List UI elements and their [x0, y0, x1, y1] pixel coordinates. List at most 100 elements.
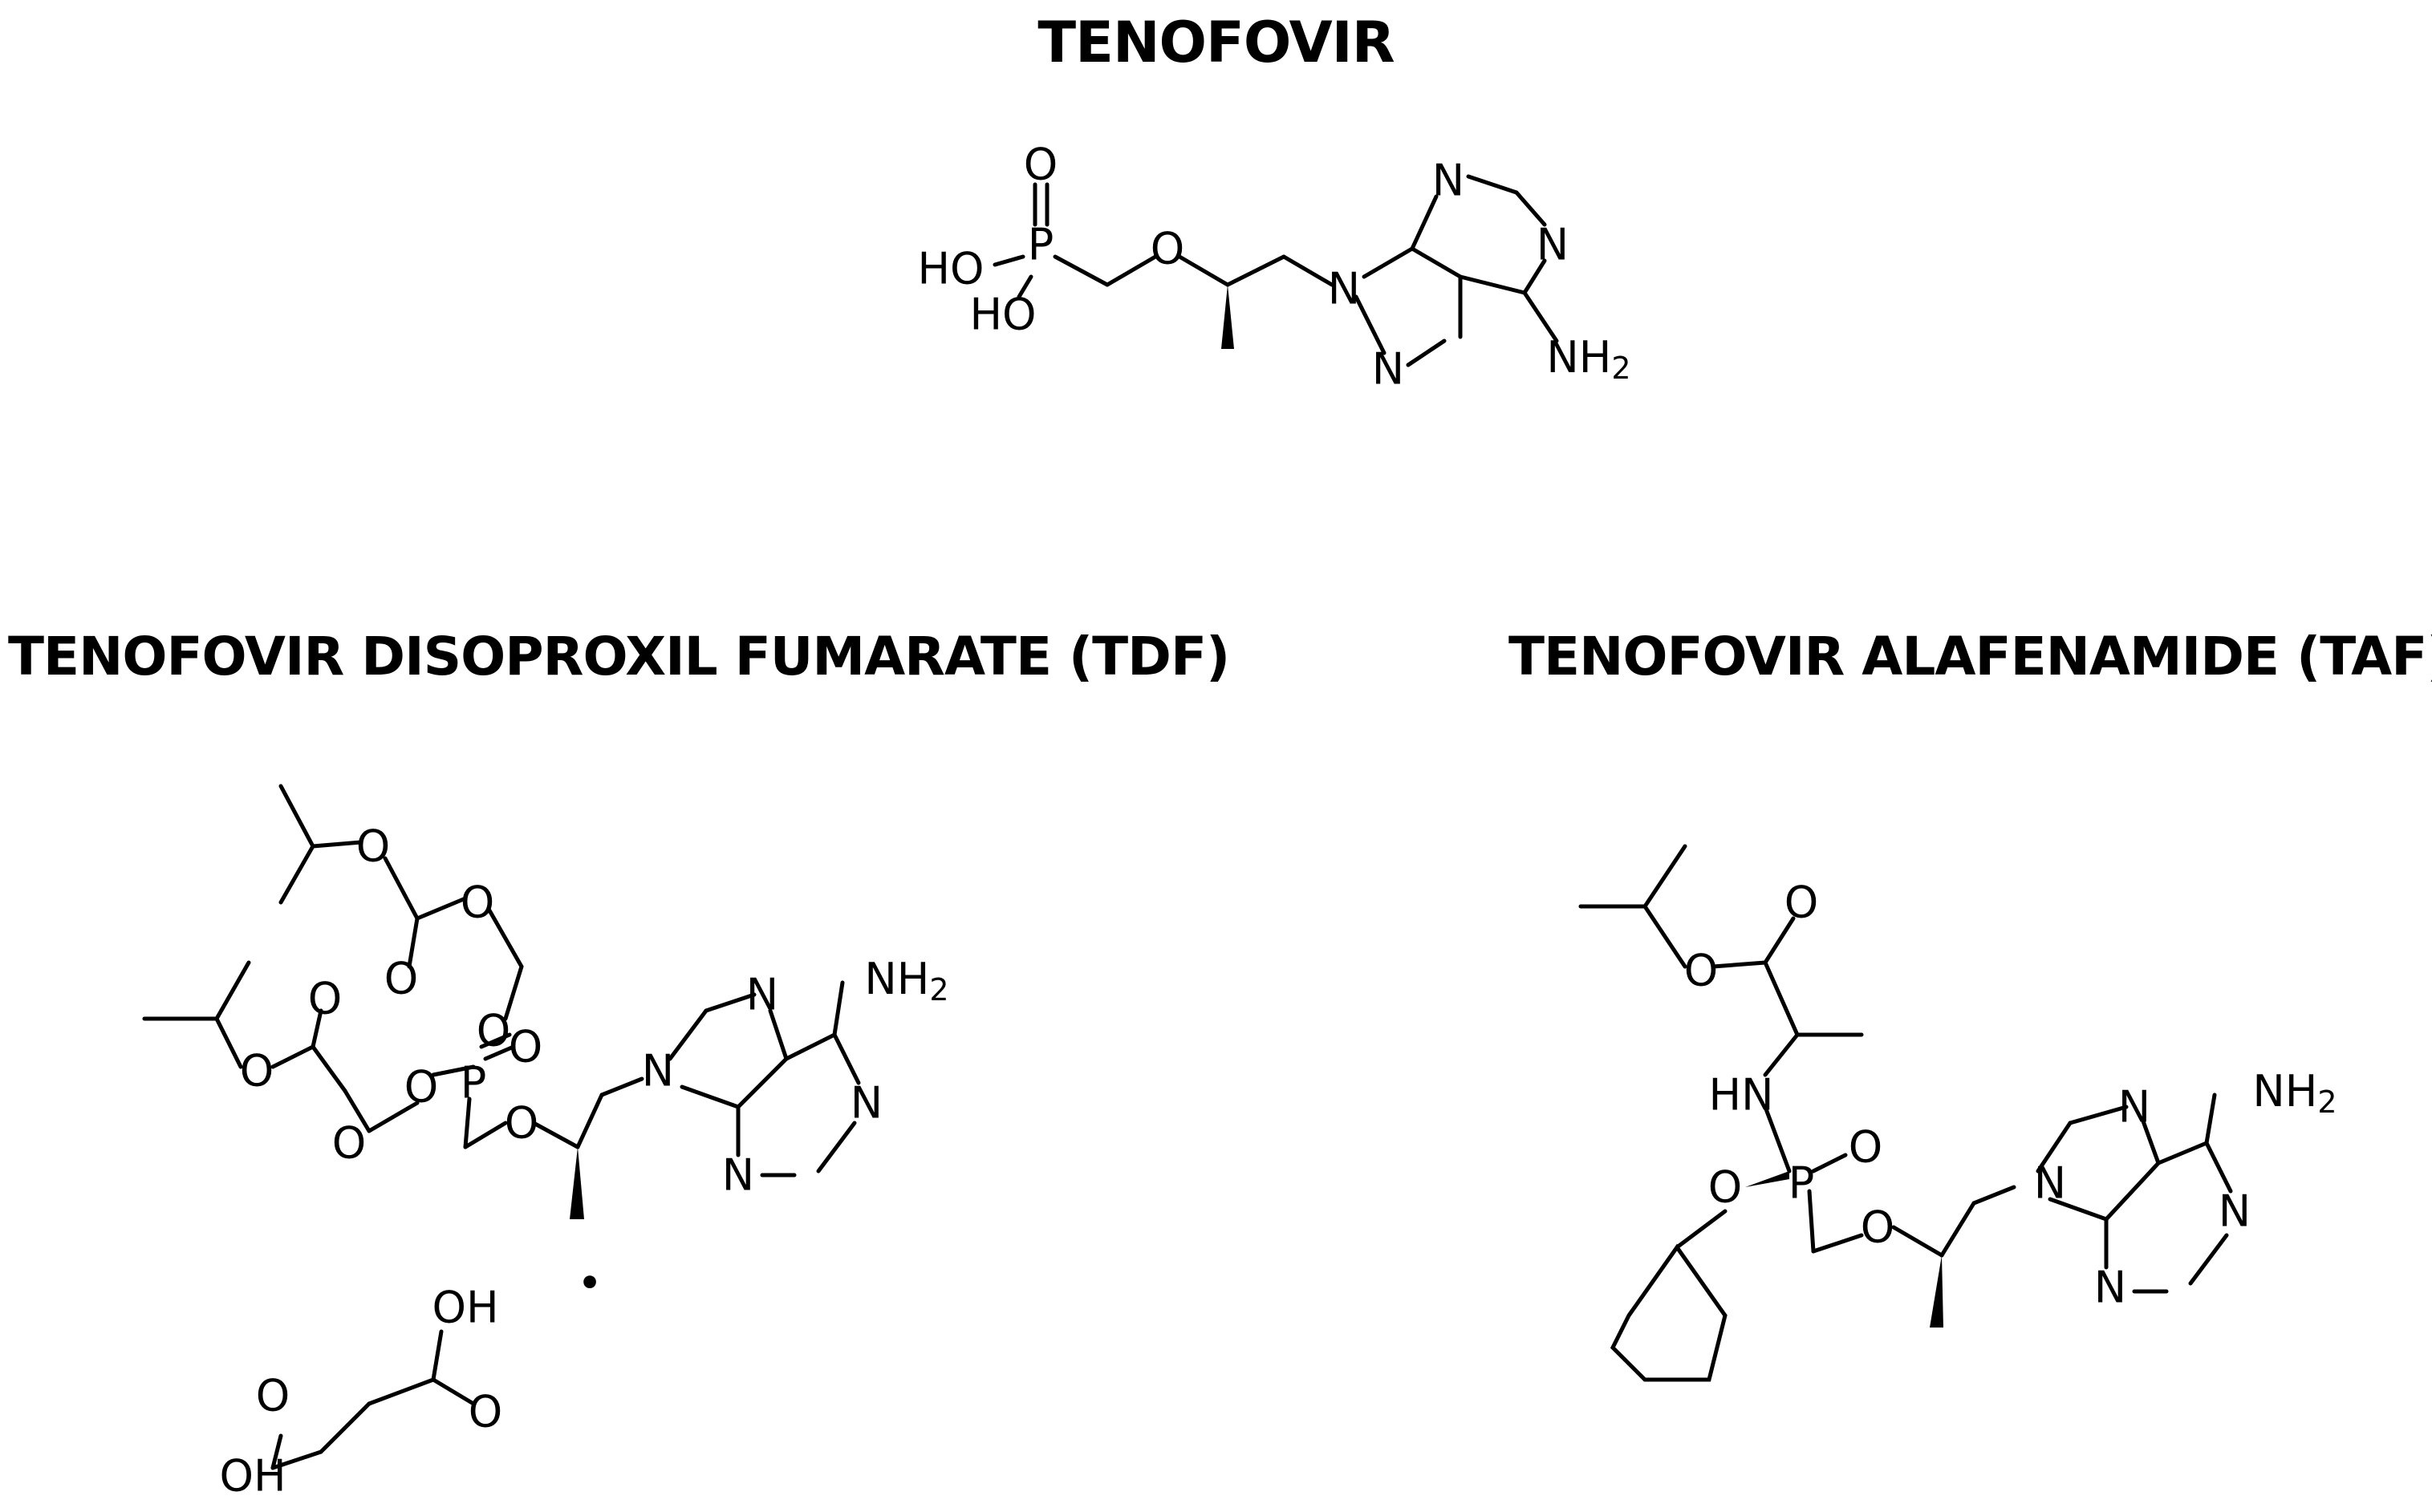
- bond: [1807, 1189, 1816, 1254]
- bond: [1354, 294, 1387, 355]
- bond: [270, 1449, 323, 1470]
- bond: [1177, 254, 1230, 287]
- bond: [768, 1008, 789, 1061]
- atom-o: O: [1684, 946, 1719, 996]
- bond: [2204, 1141, 2233, 1194]
- bond: [2104, 1161, 2161, 1222]
- bond: [503, 964, 524, 1021]
- atom-o: O: [1708, 1162, 1743, 1213]
- atom-o: O: [384, 954, 419, 1004]
- bond: [1458, 274, 1527, 295]
- atom-nh2: NH2: [1546, 332, 1630, 387]
- bond: [1514, 190, 1547, 227]
- bond: [832, 980, 845, 1037]
- atom-oh: OH: [432, 1283, 498, 1333]
- atom-o: O: [332, 1118, 367, 1169]
- bond: [1642, 844, 1687, 909]
- atom-o: O: [404, 1062, 439, 1113]
- atom-o: O: [1024, 140, 1058, 190]
- bond: [2036, 1121, 2073, 1174]
- wedge-bond: [1221, 285, 1234, 349]
- atom-n: N: [2118, 1082, 2150, 1133]
- bond: [367, 1377, 436, 1406]
- bond: [463, 1121, 508, 1149]
- salt-dot: •: [577, 1259, 603, 1309]
- bond: [415, 896, 468, 921]
- bond: [1971, 1185, 2016, 1206]
- tenofovir-structure: O P HO HO O N N N N NH2: [917, 140, 1630, 395]
- bond: [270, 1433, 283, 1470]
- bond: [832, 1032, 861, 1085]
- bond: [1711, 960, 1768, 969]
- title-tdf: TENOFOVIR DISOPROXIL FUMARATE (TDF): [8, 626, 1230, 687]
- atom-n: N: [746, 970, 778, 1020]
- bond: [2204, 1092, 2217, 1145]
- atom-n: N: [2219, 1186, 2251, 1237]
- bond: [1105, 254, 1158, 287]
- bond: [270, 1044, 315, 1069]
- bond: [407, 916, 420, 969]
- atom-n: N: [1328, 264, 1360, 314]
- bond: [278, 784, 315, 849]
- atom-hn: HN: [1709, 1070, 1774, 1121]
- atom-o: O: [461, 878, 495, 928]
- atom-o: O: [469, 1387, 503, 1437]
- bond: [993, 254, 1025, 267]
- bond: [575, 1092, 604, 1149]
- bond: [1642, 904, 1687, 969]
- bond: [1406, 338, 1447, 367]
- atom-ho: HO: [917, 244, 984, 294]
- bond: [1362, 246, 1415, 279]
- bond: [1053, 254, 1110, 287]
- atom-o: O: [356, 821, 391, 872]
- bond: [2188, 1233, 2229, 1286]
- wedge-bond: [1745, 1171, 1789, 1187]
- atom-o: O: [1784, 878, 1819, 928]
- bond: [1763, 916, 1796, 965]
- bond: [668, 1008, 708, 1061]
- bond: [1522, 290, 1559, 343]
- atom-n: N: [722, 1150, 754, 1201]
- bond: [531, 1121, 580, 1149]
- bond: [367, 1101, 420, 1133]
- bond: [2068, 1105, 2129, 1125]
- bond: [2156, 1141, 2209, 1165]
- atom-ho: HO: [969, 290, 1036, 340]
- bond: [383, 856, 420, 921]
- bond: [214, 960, 251, 1021]
- bond: [1410, 194, 1439, 251]
- atom-o: O: [509, 1022, 543, 1072]
- bond: [736, 1056, 789, 1109]
- bond: [1522, 258, 1547, 295]
- atom-o: O: [477, 1006, 511, 1056]
- bond: [1225, 254, 1286, 287]
- bond: [1811, 1153, 1848, 1174]
- bond: [343, 1088, 371, 1133]
- bond: [1763, 1105, 1792, 1174]
- bond: [1763, 1032, 1800, 1077]
- bond: [319, 1401, 371, 1454]
- taf-structure: O O HN P O O O N N N N NH2: [1578, 844, 2337, 1382]
- wedge-bond: [570, 1147, 584, 1219]
- atom-n: N: [1432, 156, 1464, 206]
- bond: [463, 1097, 472, 1149]
- bond: [431, 1377, 476, 1406]
- bond: [1811, 1233, 1864, 1254]
- atom-oh: OH: [219, 1451, 286, 1502]
- atom-p: P: [1028, 220, 1054, 270]
- bond: [487, 908, 524, 969]
- bond: [1466, 174, 1519, 195]
- bond: [599, 1076, 644, 1097]
- bond: [214, 1016, 243, 1069]
- atom-n: N: [851, 1078, 883, 1129]
- atom-o: O: [1151, 224, 1185, 274]
- bond: [784, 1032, 837, 1061]
- atom-o: O: [240, 1046, 274, 1097]
- bond: [1939, 1201, 1976, 1258]
- atom-nh2: NH2: [864, 954, 948, 1008]
- wedge-bond: [1930, 1255, 1943, 1328]
- bond: [483, 1044, 516, 1061]
- bond: [278, 844, 315, 905]
- bond: [431, 1064, 476, 1077]
- bond: [311, 1044, 347, 1093]
